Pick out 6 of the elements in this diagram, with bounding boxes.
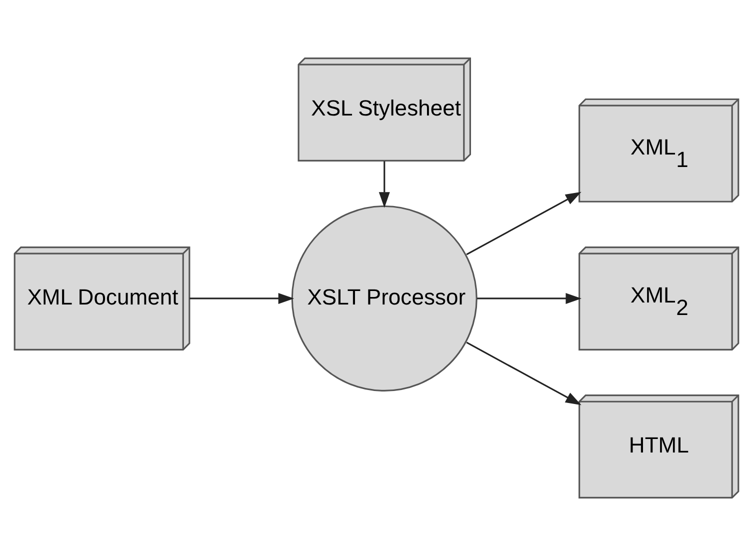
node-circle: XSLT Processor [291, 205, 478, 392]
arrow [466, 192, 582, 256]
arrow [466, 342, 582, 406]
arrow [477, 292, 582, 304]
arrow [378, 161, 390, 208]
arrow [190, 292, 294, 304]
